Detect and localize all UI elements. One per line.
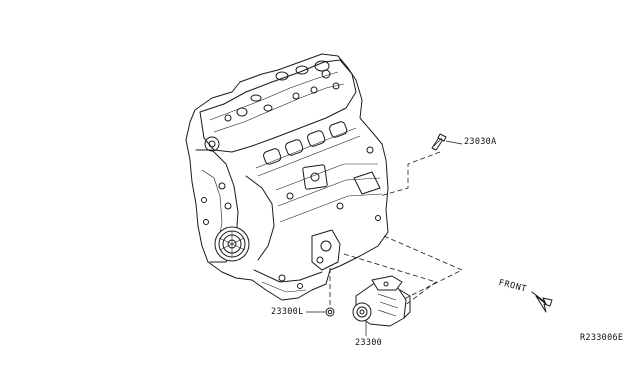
callout-bolt: 23030A <box>464 137 497 147</box>
hollow-arrow-icon <box>531 291 553 313</box>
callout-bracket-bolt: 23300L <box>271 307 304 317</box>
starter-motor-part <box>352 275 411 336</box>
engine-assembly <box>185 53 389 301</box>
callout-starter: 23300 <box>355 338 383 348</box>
installation-guide-lines <box>329 151 463 307</box>
diagram-code: R233006E <box>580 333 624 343</box>
bracket-bolt-part <box>306 307 335 317</box>
bolt-part <box>431 133 463 151</box>
